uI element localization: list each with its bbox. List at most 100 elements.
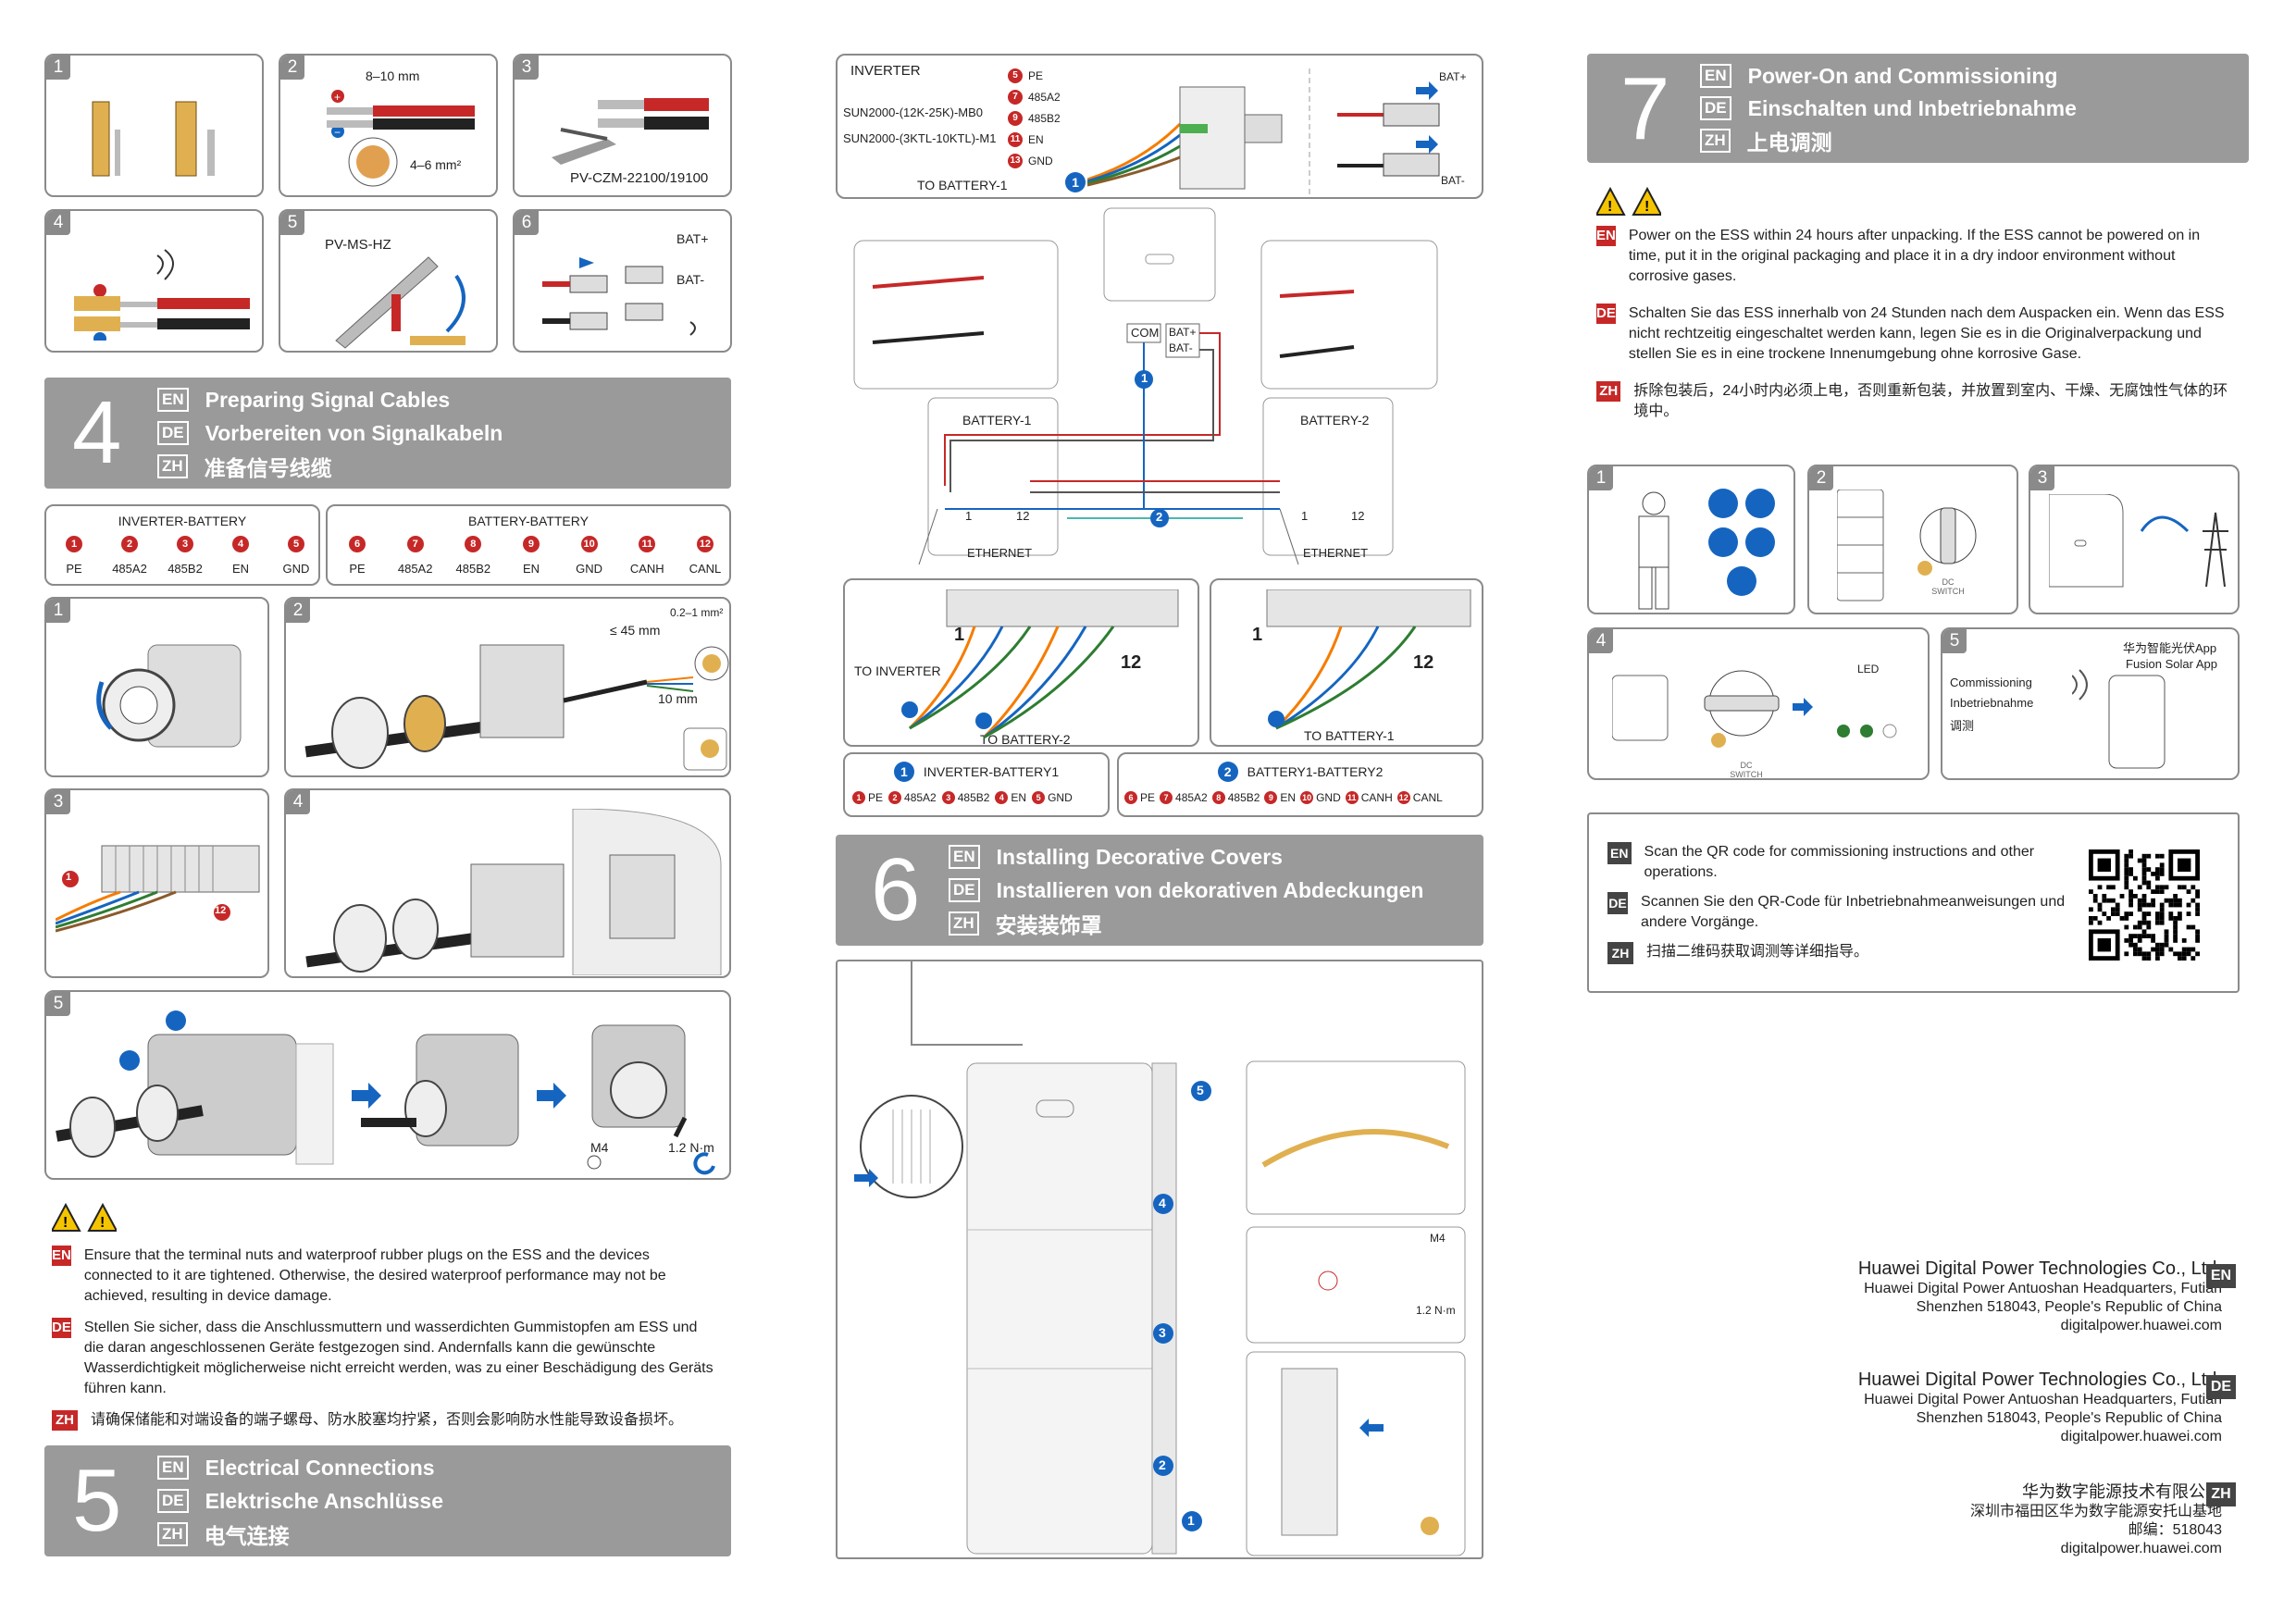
- company-name: 华为数字能源技术有限公司: [2022, 1482, 2222, 1501]
- lang-tag-zh: ZH: [52, 1410, 78, 1431]
- pin-number: 2: [888, 791, 902, 804]
- remove-cap-illustration: [96, 644, 242, 748]
- commissioning-de: Inbetriebnahme: [1950, 696, 2034, 710]
- pin-label: 485A2: [904, 791, 937, 804]
- svg-text:!: !: [100, 1215, 105, 1231]
- website: digitalpower.huawei.com: [2060, 1429, 2222, 1444]
- pin-number: 7: [1008, 89, 1023, 105]
- lang-tag-en: EN: [2206, 1264, 2236, 1288]
- svg-text:!: !: [1644, 199, 1649, 215]
- step-panel-3: 3 PV-CZM-22100/19100: [513, 54, 732, 197]
- power-grid-illustration: [2049, 494, 2228, 588]
- pin-label: PE: [66, 562, 82, 576]
- pin-label: CANH: [1360, 791, 1393, 804]
- step-panel-6: 6 BAT+ BAT-: [513, 209, 732, 353]
- address-line: 邮编：518043: [2128, 1522, 2222, 1538]
- pin-label: CANL: [689, 562, 722, 576]
- section-number: 7: [1620, 59, 1670, 158]
- signal-step-4: 4: [284, 788, 731, 978]
- lang-tag-en: EN: [1596, 226, 1616, 246]
- step-number: 3: [515, 56, 539, 80]
- address-line: Shenzhen 518043, People's Republic of Ch…: [1916, 1299, 2222, 1315]
- warning-text-en: Ensure that the terminal nuts and waterp…: [83, 1247, 666, 1304]
- svg-text:−: −: [334, 126, 341, 139]
- pin-number: 7: [406, 536, 424, 552]
- section-title-de: Einschalten und Inbetriebnahme: [1747, 95, 2077, 120]
- pin-label: 485B2: [957, 791, 990, 804]
- core-strip-label: 10 mm: [658, 691, 698, 706]
- poweron-note-zh: 拆除包装后，24小时内必须上电，否则重新包装，并放置到室内、干燥、无腐蚀性气体的…: [1633, 383, 2228, 419]
- step-number: 4: [46, 211, 70, 235]
- pin-number: 5: [1032, 791, 1046, 804]
- battery-wiring-diagram: [853, 207, 1438, 564]
- signal-step-3: 3 1 12: [44, 788, 269, 978]
- poweron-note-de: Schalten Sie das ESS innerhalb von 24 St…: [1628, 305, 2225, 362]
- pin-number: 6: [349, 536, 366, 552]
- pin-label: CANH: [629, 562, 664, 576]
- insert-contact-illustration: [74, 249, 250, 341]
- bat-minus-port-label: BAT-: [1169, 341, 1193, 354]
- section-title-en: Installing Decorative Covers: [996, 844, 1283, 869]
- step-number: 1: [46, 56, 70, 80]
- pin-label: GND: [1316, 791, 1341, 804]
- torque-label: 1.2 N·m: [668, 1140, 714, 1155]
- pin-number: 3: [941, 791, 955, 804]
- cross-section-label: 4–6 mm²: [410, 157, 462, 172]
- app-name-en: Fusion Solar App: [2126, 657, 2218, 671]
- pin-table-title: BATTERY-BATTERY: [468, 514, 589, 528]
- wire-number-12: 12: [215, 905, 227, 916]
- pin-label: 485B2: [1227, 791, 1260, 804]
- pin-label: EN: [1280, 791, 1297, 804]
- screw-size-label: M4: [1430, 1232, 1446, 1245]
- wire-number-2: 2: [1156, 510, 1163, 524]
- connector-mating-illustration: [542, 257, 696, 336]
- pin-label: PE: [1140, 791, 1156, 804]
- address-block-de: Huawei Digital Power Technologies Co., L…: [1667, 1370, 2222, 1446]
- lang-tag-en: EN: [949, 845, 980, 869]
- lang-tag-de: DE: [52, 1318, 71, 1338]
- address-block-en: Huawei Digital Power Technologies Co., L…: [1667, 1258, 2222, 1335]
- address-line: Shenzhen 518043, People's Republic of Ch…: [1916, 1410, 2222, 1426]
- pin-number: 12: [696, 536, 714, 552]
- lang-tag-en: EN: [157, 1456, 189, 1480]
- pin-number: 5: [1008, 68, 1023, 83]
- lang-tag-zh: ZH: [949, 911, 979, 936]
- dc-switch-label: DC SWITCH: [1730, 761, 1763, 779]
- qr-code[interactable]: [2089, 849, 2200, 961]
- terminal-wiring-battery: TO BATTERY-1 1 12: [1210, 578, 1483, 747]
- lang-tag-en: EN: [157, 388, 189, 412]
- terminal-wiring-inverter: TO INVERTER TO BATTERY-2 1 12: [843, 578, 1199, 747]
- lang-tag-de: DE: [157, 421, 189, 445]
- screw-size-label: M4: [590, 1140, 609, 1155]
- step-panel-4: 4: [44, 209, 264, 353]
- lang-tag-en: EN: [1700, 64, 1731, 88]
- decorative-cover-panel: 5 4 3 2 1 M4 1.2 N·m: [836, 960, 1483, 1559]
- lang-tag-en: EN: [52, 1246, 71, 1266]
- smartphone-app-icon: [2072, 669, 2166, 769]
- website: digitalpower.huawei.com: [2060, 1541, 2222, 1556]
- commission-step-5: 5 华为智能光伏App Fusion Solar App Commissioni…: [1941, 627, 2240, 780]
- pin-1-label: 1: [965, 509, 973, 523]
- commission-step-3: 3: [2029, 465, 2240, 614]
- section-title-de: Elektrische Anschlüsse: [205, 1488, 444, 1513]
- lang-tag-zh: ZH: [1607, 942, 1633, 964]
